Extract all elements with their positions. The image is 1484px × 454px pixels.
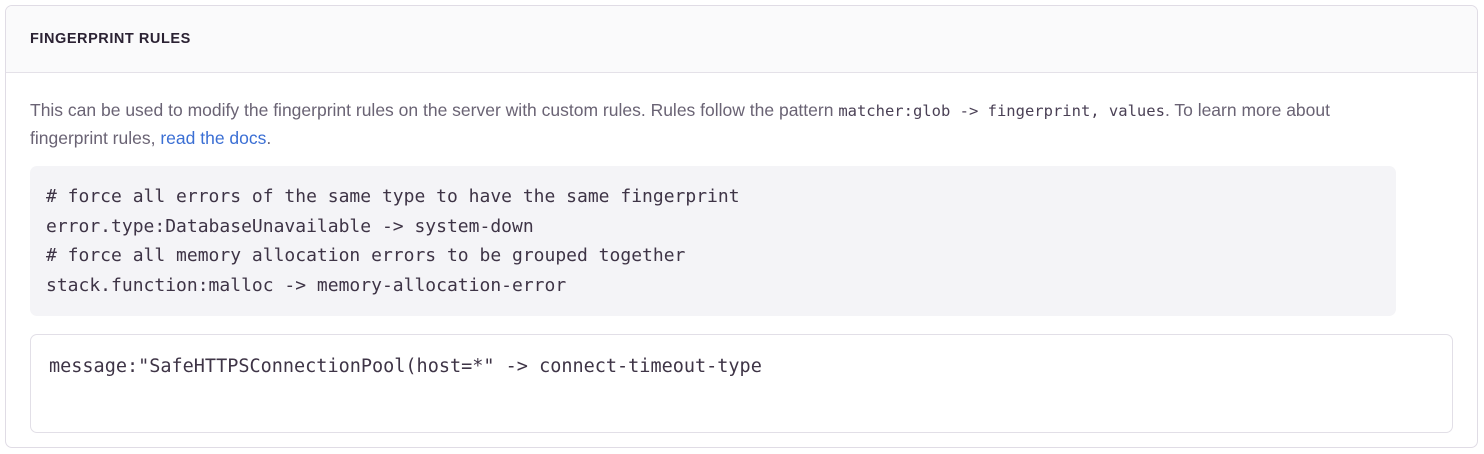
description-lead: This can be used to modify the fingerpri… — [30, 100, 839, 120]
fingerprint-rules-input[interactable] — [30, 334, 1453, 433]
panel-header: FINGERPRINT RULES — [6, 6, 1477, 73]
read-the-docs-link[interactable]: read the docs — [160, 128, 267, 148]
fingerprint-rules-panel: FINGERPRINT RULES This can be used to mo… — [5, 5, 1478, 448]
page-title: FINGERPRINT RULES — [30, 31, 191, 47]
example-code-block: # force all errors of the same type to h… — [30, 166, 1396, 316]
description-middle: . To learn more about fingerprint rules, — [30, 100, 1330, 148]
panel-body: This can be used to modify the fingerpri… — [6, 73, 1477, 433]
description-tail: . — [266, 128, 272, 148]
example-code-text: # force all errors of the same type to h… — [46, 186, 740, 296]
inline-code-pattern: matcher:glob -> fingerprint, values — [838, 102, 1165, 120]
description-text: This can be used to modify the fingerpri… — [30, 97, 1375, 152]
